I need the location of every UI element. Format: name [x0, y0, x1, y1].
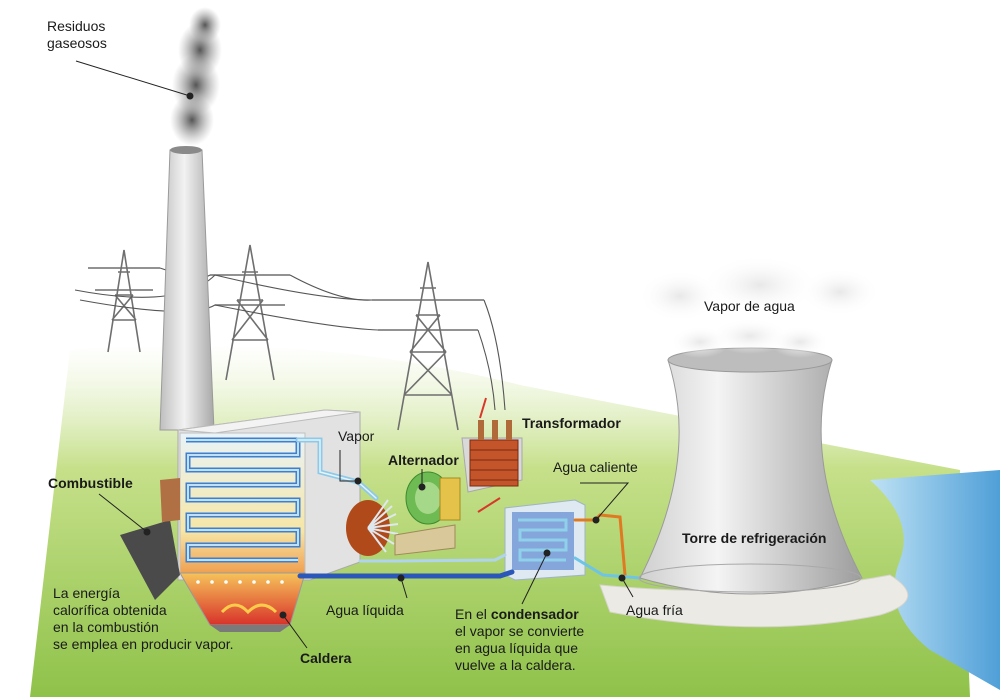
label-caldera: Caldera: [300, 650, 352, 666]
label-torre-de-refrigeracion: Torre de refrigeración: [682, 530, 827, 546]
label-vapor: Vapor: [338, 428, 375, 444]
fire-dots: [196, 580, 284, 584]
tower-steam: [638, 255, 880, 358]
label-transformador: Transformador: [522, 415, 621, 431]
smoke-plume: [170, 7, 222, 146]
label-condensador-line1: En el condensador: [455, 606, 584, 623]
label-alternador: Alternador: [388, 452, 459, 468]
power-lines: [74, 267, 506, 411]
pylon-right: [372, 261, 484, 431]
label-condensador-term: condensador: [490, 606, 579, 622]
label-energia-line1: La energía: [53, 585, 120, 601]
label-condensador-prefix: En el: [455, 606, 491, 622]
label-energia-line3: en la combustión: [53, 619, 159, 635]
condenser: [504, 499, 586, 581]
leader-lines: [75, 60, 634, 649]
label-agua-caliente: Agua caliente: [553, 459, 638, 475]
pylon-middle: [210, 244, 290, 381]
transmission-towers: [74, 244, 506, 431]
label-energia-calorifica: La energía calorífica obtenida en la com…: [53, 585, 234, 653]
label-condensador-line4: vuelve a la caldera.: [455, 657, 576, 673]
transformer: [461, 397, 523, 513]
pylon-left: [88, 249, 160, 353]
label-residuos-line2: gaseosos: [47, 35, 107, 51]
label-energia-line2: calorífica obtenida: [53, 602, 167, 618]
label-condensador-line2: el vapor se convierte: [455, 623, 585, 639]
label-energia-line4: se emplea en producir vapor.: [53, 636, 234, 652]
label-condensador-explanation: En el condensador el vapor se convierte …: [455, 606, 584, 674]
fuel-hopper: [120, 478, 180, 600]
boiler: [177, 409, 361, 632]
label-residuos-gaseosos: Residuos gaseosos: [47, 18, 107, 52]
label-residuos-line1: Residuos: [47, 18, 106, 34]
label-agua-liquida: Agua líquida: [326, 602, 404, 618]
label-combustible: Combustible: [48, 475, 133, 491]
label-condensador-line3: en agua líquida que: [455, 640, 578, 656]
label-vapor-de-agua: Vapor de agua: [704, 298, 795, 314]
chimney: [159, 146, 215, 431]
turbine-alternator: [346, 471, 461, 556]
label-agua-fria: Agua fría: [626, 602, 683, 618]
steam-pipe: [295, 437, 379, 501]
